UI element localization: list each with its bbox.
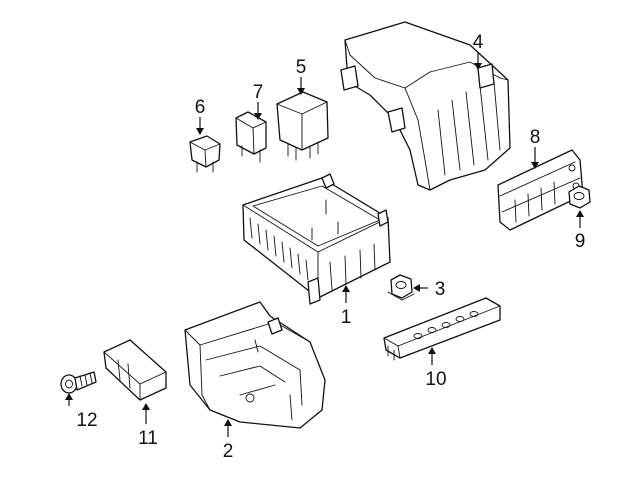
callout-5: 5 xyxy=(296,57,307,78)
callout-9: 9 xyxy=(575,231,586,252)
part-4-cover xyxy=(340,21,511,191)
part-7-maxi-fuse xyxy=(235,111,267,163)
callout-10: 10 xyxy=(425,369,446,390)
part-6-fuse xyxy=(189,135,221,173)
callout-12: 12 xyxy=(76,410,97,431)
part-12-bolt xyxy=(60,371,97,394)
callout-8: 8 xyxy=(530,127,541,148)
callout-labels: 1 2 3 4 5 6 7 8 9 10 11 12 xyxy=(76,32,585,462)
part-8-bracket xyxy=(497,149,584,231)
part-9-nut xyxy=(568,185,591,209)
part-10-relay-strip xyxy=(383,297,501,361)
part-3-nut xyxy=(387,274,415,301)
callout-11: 11 xyxy=(138,428,158,449)
part-2-housing xyxy=(184,301,326,429)
part-11-clip xyxy=(103,339,167,401)
callout-7: 7 xyxy=(253,82,264,103)
leader-lines xyxy=(65,52,584,437)
callout-6: 6 xyxy=(195,97,206,118)
callout-3: 3 xyxy=(435,279,446,300)
callout-2: 2 xyxy=(223,441,234,462)
callout-4: 4 xyxy=(473,32,484,53)
part-5-relay xyxy=(276,91,329,161)
part-1-fuse-box xyxy=(242,173,391,305)
callout-1: 1 xyxy=(341,307,352,328)
